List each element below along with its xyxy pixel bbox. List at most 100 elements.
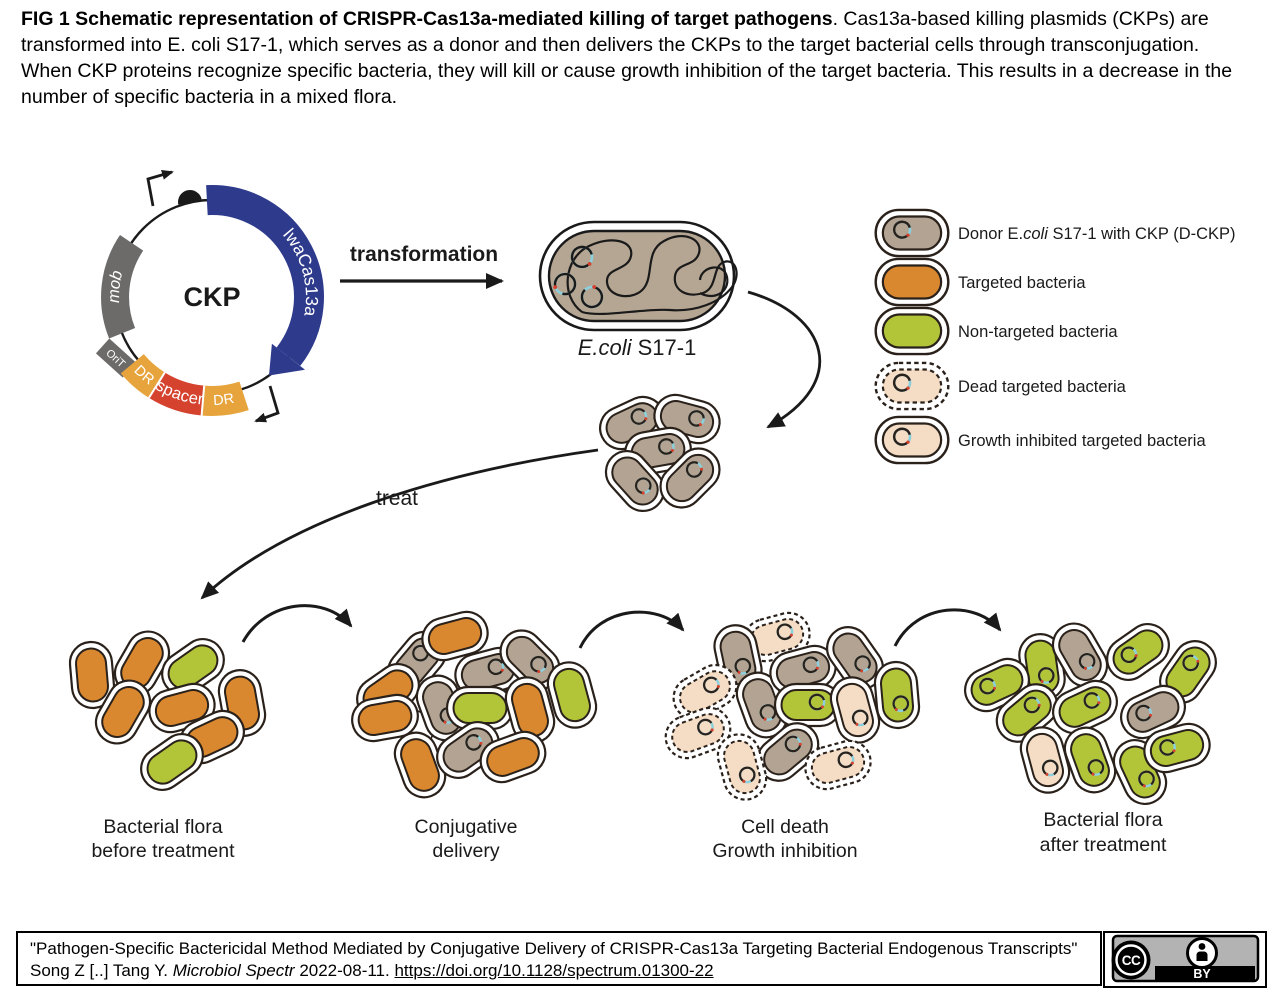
treat-arrow [200, 448, 599, 600]
segment-separator [200, 385, 206, 416]
ckp-plasmid-dot [892, 373, 912, 392]
ckp-plasmid-dot [802, 656, 820, 674]
ckp-plasmid-dot [630, 408, 648, 425]
ecoli-donor-cell: E.coli S17-1 [538, 220, 738, 360]
ckp-plasmid-dot [465, 733, 483, 751]
svg-text:Bacterial flora: Bacterial flora [1043, 809, 1162, 831]
caption-body: . Cas13a-based killing plasmids (CKPs) a… [21, 8, 1233, 108]
bacteria-targeted [351, 693, 419, 743]
bacteria-donor [659, 447, 721, 509]
legend-label-dead: Dead targeted bacteria [958, 378, 1127, 396]
bacteria-nontargeted_p [1106, 623, 1170, 681]
cell-to-cluster-arrow [747, 290, 822, 429]
citation-text: "Pathogen-Specific Bactericidal Method M… [30, 939, 1078, 980]
stage-arrow-1 [241, 604, 353, 643]
bacteria-targeted [874, 257, 950, 307]
ckp-plasmid-dot [854, 655, 872, 673]
svg-text:before treatment: before treatment [91, 840, 235, 862]
bacteria-targeted [479, 730, 547, 784]
figure-caption: FIG 1 Schematic representation of CRISPR… [21, 6, 1239, 110]
ckp-plasmid-icon [553, 272, 577, 296]
bacteria-dead [874, 361, 950, 411]
bacteria-nontargeted [140, 733, 204, 791]
bacteria-inhibited [1019, 726, 1071, 794]
bacteria-donor [499, 629, 561, 691]
ckp-plasmid-dot [1037, 667, 1055, 684]
bacteria-donor [604, 449, 666, 513]
badge-by-strip [1155, 966, 1255, 980]
ckp-plasmid-dot [892, 220, 912, 239]
lwacas13a-arrowhead [269, 343, 305, 376]
bacteria-nontargeted [161, 638, 225, 696]
mob-label: mob [105, 269, 126, 303]
bacteria-targeted [421, 610, 489, 662]
plasmid-name-label: CKP [183, 282, 240, 312]
ckp-plasmid-dot [530, 655, 547, 674]
svg-text:delivery: delivery [432, 840, 499, 862]
bacteria-targeted [68, 640, 116, 710]
bacteria-nontargeted [874, 306, 950, 356]
doi-link[interactable]: https://doi.org/10.1128/spectrum.01300-2… [394, 961, 714, 980]
ckp-plasmid-dot [1138, 770, 1155, 788]
bacteria-targeted [393, 731, 447, 799]
ckp-plasmid-dot [979, 677, 997, 695]
bacteria-donor [874, 208, 950, 258]
stage-arrow-3 [893, 608, 1002, 647]
ckp-plasmid-dot [657, 438, 675, 455]
svg-text:CC: CC [1122, 953, 1141, 968]
bacteria-donor [1120, 684, 1186, 740]
svg-text:Growth inhibition: Growth inhibition [712, 840, 857, 862]
bacteria-dead [716, 733, 768, 801]
ckp-plasmid-dot [738, 766, 756, 784]
caption-title: FIG 1 Schematic representation of CRISPR… [21, 8, 833, 30]
ckp-plasmid-dot [1135, 704, 1153, 722]
citation-journal: Microbiol Spectr [172, 961, 295, 980]
stage-label-conjugative: Conjugative delivery [415, 816, 518, 862]
bacteria-targeted [94, 679, 152, 745]
ckp-plasmid-dot [688, 410, 705, 427]
bacteria-nontargeted_p [873, 660, 921, 730]
cc-by-badge: BY CC [1103, 931, 1267, 988]
bacteria-donor [756, 722, 820, 782]
ckp-plasmid-dot [734, 657, 752, 675]
bacteria-nontargeted_p [773, 682, 843, 728]
bacteria-dead [664, 706, 732, 760]
bacteria-dead [804, 739, 872, 791]
ckp-plasmid-dot [851, 709, 869, 727]
legend-label-targeted: Targeted bacteria [958, 274, 1086, 292]
promoter-arrow-bottom [254, 385, 280, 423]
ckp-plasmid-map: lwaCas13a mob OriT DR spacer DR CKP [95, 170, 324, 423]
ckp-plasmid-dot [487, 658, 505, 676]
terminator-dot [178, 190, 202, 205]
bacteria-donor [826, 626, 884, 690]
svg-text:Conjugative: Conjugative [415, 816, 518, 838]
spacer-segment [148, 372, 205, 416]
ckp-plasmid-dot [837, 751, 855, 769]
attribution-person-icon [1186, 937, 1218, 969]
stage-label-death: Cell death Growth inhibition [712, 816, 857, 862]
stage-arrow-2 [578, 610, 685, 649]
mob-gene-arc [101, 234, 144, 339]
ckp-plasmid-dot [1087, 759, 1105, 776]
segment-separator [148, 371, 166, 399]
bacteria-nontargeted_p [1143, 722, 1211, 774]
treat-label: treat [376, 487, 418, 510]
bacteria-cells [68, 208, 1217, 805]
bacteria-donor [454, 646, 522, 698]
ckp-plasmid-dot [1083, 692, 1101, 709]
orit-box: OriT [95, 338, 137, 378]
citation-date: 2022-08-11. [294, 961, 395, 980]
bacteria-inhibited [829, 676, 881, 744]
ckp-plasmid-icon [580, 285, 604, 309]
bacteria-nontargeted_p [1052, 679, 1118, 735]
stage-label-after: Bacterial flora after treatment [1040, 809, 1167, 856]
ckp-plasmid-dot [1023, 696, 1041, 714]
ckp-plasmid-dot [892, 695, 910, 713]
bacteria-nontargeted_p [1063, 726, 1117, 794]
ckp-plasmid-dot [702, 676, 720, 694]
ckp-plasmid-dot [808, 693, 826, 711]
legend-label-donor: Donor E.coli S17-1 with CKP (D-CKP) [958, 225, 1236, 243]
bacteria-dead [743, 611, 811, 663]
